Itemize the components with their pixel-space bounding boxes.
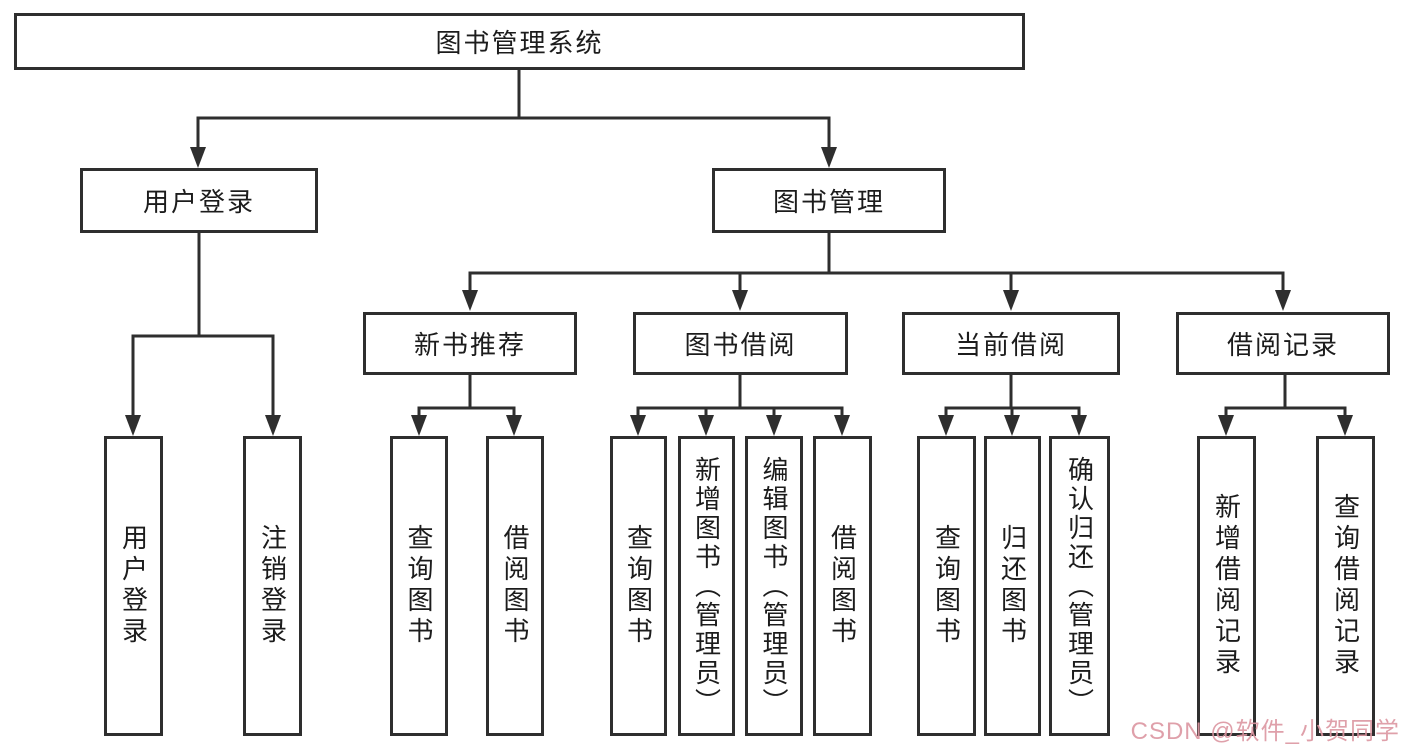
leaf-user-login: 用户登录	[104, 436, 163, 736]
node-label: 图书管理系统	[435, 28, 604, 58]
leaf-label: 查询图书	[931, 524, 962, 648]
leaf-edit-book-admin: 编辑图书（管理员）	[745, 436, 803, 736]
leaf-query-books-recommend: 查询图书	[390, 436, 448, 736]
csdn-watermark: CSDN @软件_小贺同学	[1130, 718, 1400, 745]
leaf-label: 新增借阅记录	[1211, 493, 1242, 679]
leaf-query-books-current: 查询图书	[917, 436, 976, 736]
node-user-login: 用户登录	[80, 168, 318, 233]
leaf-query-books-borrow: 查询图书	[610, 436, 667, 736]
node-label: 新书推荐	[413, 330, 526, 360]
leaf-label: 编辑图书（管理员）	[759, 455, 789, 717]
node-label: 图书管理	[772, 187, 885, 217]
leaf-logout: 注销登录	[243, 436, 302, 736]
node-label: 图书借阅	[684, 330, 797, 360]
leaf-label: 查询借阅记录	[1330, 493, 1361, 679]
leaf-add-borrow-record: 新增借阅记录	[1197, 436, 1256, 736]
leaf-confirm-return-admin: 确认归还（管理员）	[1049, 436, 1110, 736]
leaf-label: 确认归还（管理员）	[1064, 455, 1095, 717]
leaf-query-borrow-record: 查询借阅记录	[1316, 436, 1375, 736]
leaf-add-book-admin: 新增图书（管理员）	[678, 436, 735, 736]
leaf-borrow-books: 借阅图书	[813, 436, 872, 736]
node-current-borrow: 当前借阅	[902, 312, 1120, 375]
node-label: 借阅记录	[1226, 330, 1339, 360]
node-book-borrow: 图书借阅	[633, 312, 848, 375]
node-root-system: 图书管理系统	[14, 13, 1025, 70]
leaf-label: 查询图书	[404, 524, 434, 648]
node-label: 用户登录	[142, 187, 255, 217]
leaf-label: 查询图书	[623, 524, 654, 648]
leaf-label: 归还图书	[997, 524, 1028, 648]
leaf-label: 用户登录	[118, 524, 149, 648]
arrowheads	[125, 147, 1353, 436]
leaf-return-books: 归还图书	[984, 436, 1041, 736]
leaf-label: 注销登录	[257, 524, 288, 648]
node-new-book-recommend: 新书推荐	[363, 312, 577, 375]
leaf-label: 新增图书（管理员）	[691, 455, 722, 717]
leaf-label: 借阅图书	[827, 524, 858, 648]
node-borrow-records: 借阅记录	[1176, 312, 1390, 375]
node-book-management: 图书管理	[712, 168, 946, 233]
node-label: 当前借阅	[954, 330, 1067, 360]
leaf-borrow-books-recommend: 借阅图书	[486, 436, 544, 736]
leaf-label: 借阅图书	[500, 524, 530, 648]
